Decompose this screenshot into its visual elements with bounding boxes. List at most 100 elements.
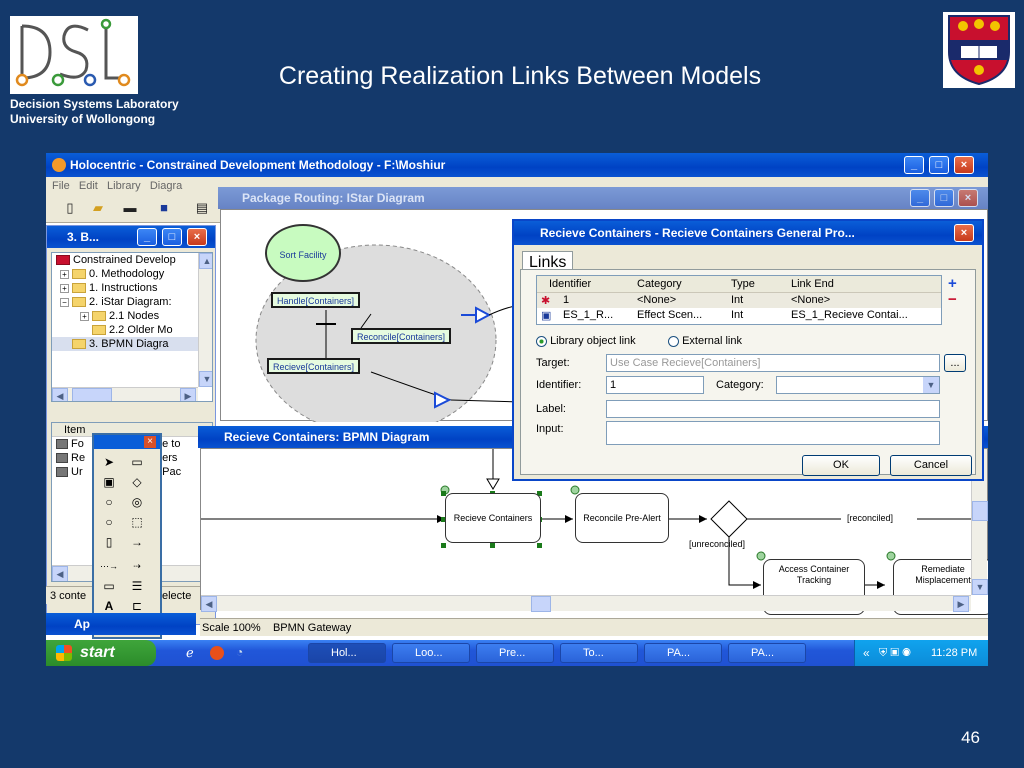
column-link-end[interactable]: Link End [791, 278, 834, 290]
tree-item[interactable]: +0. Methodology [52, 267, 212, 281]
data-object-icon[interactable]: ▯ [105, 535, 113, 549]
tree-vscroll[interactable]: ▲ ▼ [198, 253, 212, 387]
clock[interactable]: 11:28 PM [931, 647, 978, 659]
target-field[interactable]: Use Case Recieve[Containers] [606, 354, 940, 372]
tree-item[interactable]: −2. iStar Diagram: [52, 295, 212, 309]
task-to[interactable]: To... [560, 643, 638, 663]
quicklaunch-search-icon[interactable]: ◔ [236, 645, 244, 659]
bpmn-vscroll[interactable]: ▼ [971, 449, 988, 595]
folder-icon[interactable]: ▬ [123, 200, 137, 215]
save-icon[interactable]: ■ [160, 200, 168, 215]
pointer-icon[interactable]: ➤ [103, 455, 115, 469]
collapse-icon[interactable]: − [60, 297, 69, 307]
tree-maximize-button[interactable]: □ [162, 228, 182, 246]
browse-target-button[interactable]: ... [944, 354, 966, 372]
radio-library-object[interactable]: Library object link [536, 335, 636, 347]
palette-close-icon[interactable]: × [144, 436, 156, 448]
scroll-thumb[interactable] [72, 388, 112, 401]
message-flow-icon[interactable]: ⇢ [133, 561, 141, 571]
scroll-up-icon[interactable]: ▲ [199, 253, 212, 269]
tray-icons[interactable]: ⛨ ▣ ◉ [879, 647, 911, 659]
cancel-button[interactable]: Cancel [890, 455, 972, 476]
scroll-left-icon[interactable]: ◀ [201, 596, 217, 612]
open-folder-icon[interactable]: ▰ [93, 200, 103, 215]
print-icon[interactable]: ▤ [195, 200, 209, 215]
close-button[interactable]: × [954, 156, 974, 174]
new-file-icon[interactable]: ▯ [66, 200, 74, 215]
package-minimize-button[interactable]: _ [910, 189, 930, 207]
text-tool-icon[interactable]: A [104, 599, 114, 613]
table-row[interactable]: ✱ 1 <None> Int <None> [537, 293, 941, 308]
expand-icon[interactable]: + [60, 269, 69, 279]
list-tool-icon[interactable]: ☰ [131, 579, 143, 593]
task-pa-2[interactable]: PA... [728, 643, 806, 663]
table-row[interactable]: ▣ ES_1_R... Effect Scen... Int ES_1_Reci… [537, 308, 941, 323]
minimize-button[interactable]: _ [904, 156, 924, 174]
expand-icon[interactable]: + [80, 311, 89, 321]
association-icon[interactable]: ⋯→ [100, 561, 118, 571]
start-button[interactable]: start [46, 640, 156, 666]
label-field[interactable] [606, 400, 940, 418]
tree-item-selected[interactable]: 3. BPMN Diagra [52, 337, 212, 351]
tray-arrow-icon[interactable]: « [863, 646, 870, 660]
identifier-field[interactable]: 1 [606, 376, 704, 394]
tab-links[interactable]: Links [522, 251, 574, 271]
column-category[interactable]: Category [637, 278, 682, 290]
category-select[interactable]: ▼ [776, 376, 940, 394]
tree-hscroll[interactable]: ◀ ▶ [52, 387, 198, 401]
task-holocentric[interactable]: Hol... [308, 643, 386, 663]
goal-recieve-containers[interactable]: Recieve[Containers] [267, 358, 361, 374]
remove-link-icon[interactable]: − [948, 291, 957, 308]
dialog-titlebar[interactable]: Recieve Containers - Recieve Containers … [514, 221, 982, 245]
menu-file[interactable]: File [52, 180, 70, 192]
scroll-right-icon[interactable]: ▶ [180, 388, 196, 401]
scroll-down-icon[interactable]: ▼ [199, 371, 212, 387]
package-maximize-button[interactable]: □ [934, 189, 954, 207]
tree-close-button[interactable]: × [187, 228, 207, 246]
scroll-left-icon[interactable]: ◀ [52, 566, 68, 581]
task-reconcile-pre-alert[interactable]: Reconcile Pre-Alert [575, 493, 669, 543]
app-minimized-bar[interactable]: Ap [46, 613, 196, 635]
quicklaunch-ie-icon[interactable]: ℯ [186, 645, 194, 660]
tree-item[interactable]: Constrained Develop [52, 253, 212, 267]
add-link-icon[interactable]: + [948, 275, 957, 292]
lane-tool-icon[interactable]: ▭ [103, 579, 115, 593]
column-type[interactable]: Type [731, 278, 755, 290]
menu-library[interactable]: Library [107, 180, 141, 192]
expand-icon[interactable]: + [60, 283, 69, 293]
sequence-flow-icon[interactable]: → [131, 535, 143, 549]
tree-minimize-button[interactable]: _ [137, 228, 157, 246]
radio-external[interactable]: External link [668, 335, 742, 347]
menu-edit[interactable]: Edit [78, 180, 98, 192]
end-event-icon[interactable]: ○ [105, 515, 113, 529]
palette-titlebar[interactable] [94, 435, 160, 449]
annotation-tool-icon[interactable]: ⊏ [131, 599, 143, 613]
task-pa-1[interactable]: PA... [644, 643, 722, 663]
pool-tool-icon[interactable]: ▣ [103, 475, 115, 489]
scroll-thumb[interactable] [972, 501, 988, 521]
package-window-titlebar[interactable]: Package Routing: IStar Diagram [218, 187, 988, 209]
maximize-button[interactable]: □ [929, 156, 949, 174]
task-loo[interactable]: Loo... [392, 643, 470, 663]
main-window-titlebar[interactable]: Holocentric - Constrained Development Me… [46, 153, 988, 177]
column-identifier[interactable]: Identifier [549, 278, 592, 290]
package-close-button[interactable]: × [958, 189, 978, 207]
goal-handle-containers[interactable]: Handle[Containers] [271, 292, 361, 308]
task-pre[interactable]: Pre... [476, 643, 554, 663]
tree-item[interactable]: +1. Instructions [52, 281, 212, 295]
group-tool-icon[interactable]: ⬚ [131, 515, 143, 529]
tree-item[interactable]: +2.1 Nodes [52, 309, 212, 323]
scroll-down-icon[interactable]: ▼ [972, 579, 988, 595]
menu-diagram[interactable]: Diagra [149, 180, 183, 192]
task-tool-icon[interactable]: ▭ [131, 455, 143, 469]
chevron-down-icon[interactable]: ▼ [923, 377, 939, 393]
tree-item[interactable]: 2.2 Older Mo [52, 323, 212, 337]
scroll-right-icon[interactable]: ▶ [953, 596, 969, 612]
goal-reconcile-containers[interactable]: Reconcile[Containers] [351, 328, 452, 344]
actor-sort-facility[interactable]: Sort Facility [265, 224, 341, 282]
start-event-icon[interactable]: ○ [105, 495, 113, 509]
quicklaunch-app-icon[interactable] [210, 646, 224, 660]
ok-button[interactable]: OK [802, 455, 880, 476]
